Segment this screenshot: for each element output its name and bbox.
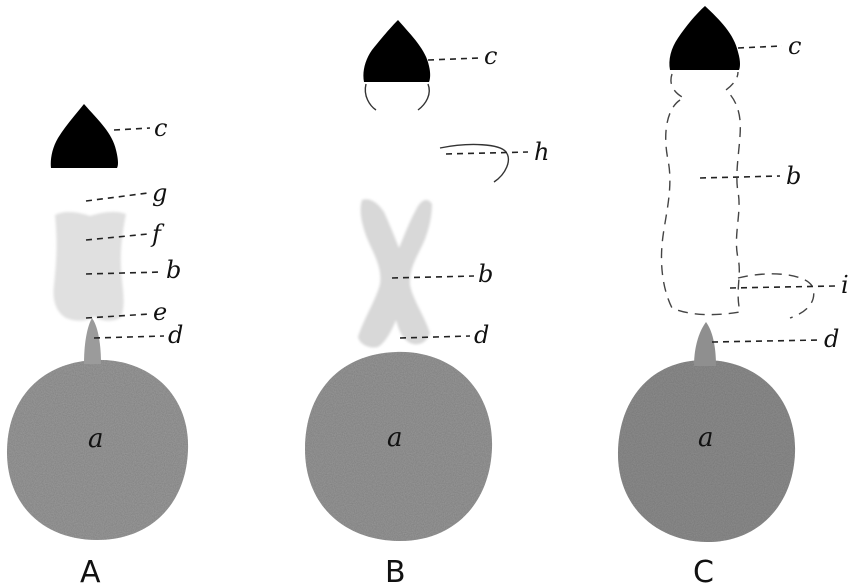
label-c-a: a (698, 423, 714, 453)
caption-a: A (80, 555, 101, 586)
label-b-h: h (534, 138, 549, 166)
label-c-d: d (824, 325, 839, 353)
panel-c (618, 6, 835, 542)
label-a-c: c (154, 114, 167, 142)
label-a-g: g (152, 179, 167, 207)
label-b-d: d (474, 321, 489, 349)
body-a (54, 212, 127, 321)
label-b-a: a (387, 423, 403, 453)
label-c-b: b (786, 162, 801, 190)
label-b-c: c (484, 42, 497, 70)
label-c-c: c (788, 32, 801, 60)
label-b-b: b (478, 260, 493, 288)
label-c-i: i (841, 271, 849, 299)
body-c (661, 72, 740, 315)
label-a-e: e (153, 298, 167, 326)
panel-b (305, 20, 528, 541)
label-a-b: b (166, 256, 181, 284)
head-c-a (51, 104, 118, 168)
body-b (358, 199, 432, 347)
label-a-d: d (168, 321, 183, 349)
head-c-b (363, 20, 430, 82)
caption-c: C (693, 555, 714, 586)
caption-b: B (385, 555, 406, 586)
label-a-f: f (150, 220, 165, 248)
head-c-c (669, 6, 740, 70)
label-a-a: a (88, 424, 104, 454)
